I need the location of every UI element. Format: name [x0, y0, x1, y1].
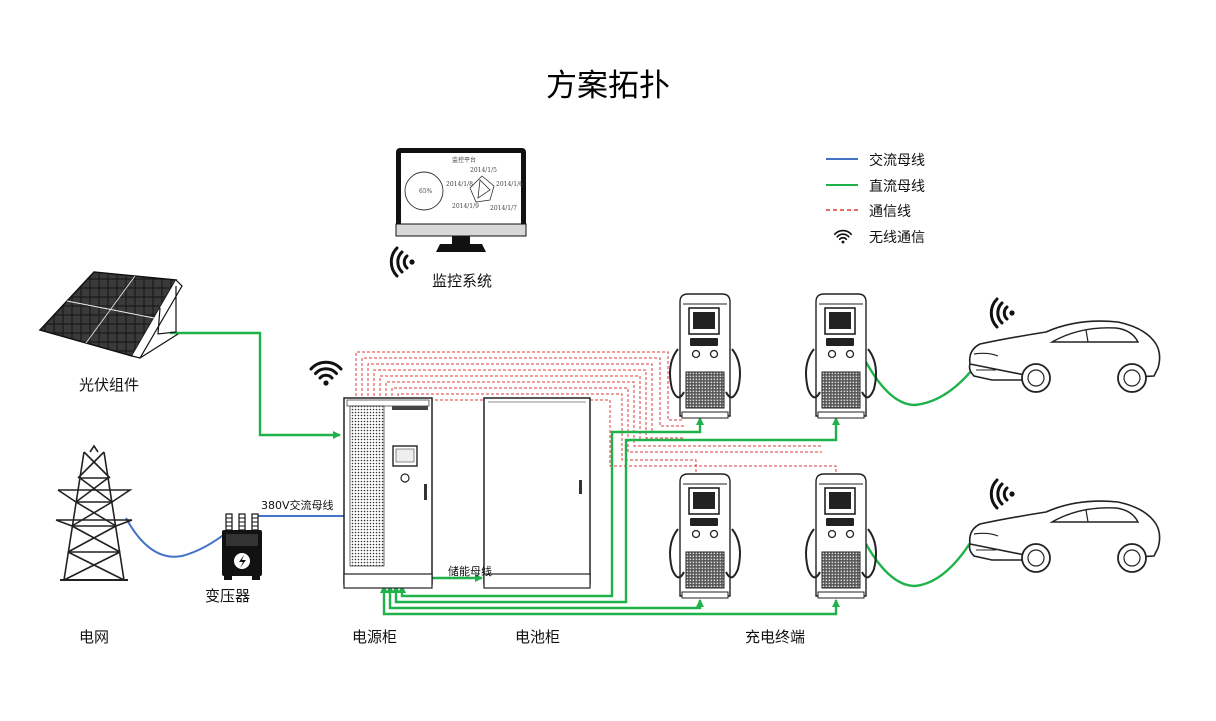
cabinet-wifi-icon: [309, 360, 343, 388]
car-bottom-wifi-icon: [989, 478, 1017, 510]
wifi-icon: [833, 229, 853, 245]
monitoring-label: 监控系统: [432, 272, 493, 290]
legend-swatches: [826, 158, 858, 245]
monitor-date-3: 2014/1/7: [490, 205, 517, 212]
car-top: [968, 320, 1161, 393]
pv-panel: [38, 271, 183, 359]
battery-cabinet-label: 电池柜: [515, 628, 561, 646]
dc-bus-lines: [170, 331, 974, 616]
page-title: 方案拓扑: [546, 68, 670, 104]
monitor-wifi-icon: [389, 246, 417, 278]
charger-bottom-right: [805, 473, 877, 599]
car-top-wifi-icon: [989, 297, 1017, 329]
legend-comm-label: 通信线: [869, 204, 911, 220]
monitor-device: 监控平台 65% 2014/1/5 2014/1/6 2014/1/7 2014…: [395, 148, 527, 252]
monitor-percent: 65%: [419, 188, 433, 195]
transformer-device: [222, 513, 262, 580]
legend-ac-label: 交流母线: [869, 153, 925, 169]
ac-bus-label: 380V交流母线: [261, 499, 334, 512]
legend-wifi-label: 无线通信: [869, 230, 925, 246]
power-cabinet: [343, 397, 433, 589]
charger-top-right: [805, 293, 877, 419]
pv-label: 光伏组件: [79, 376, 140, 394]
monitor-date-2: 2014/1/6: [496, 181, 523, 188]
monitor-date-5: 2014/1/9: [452, 203, 479, 210]
charger-bottom-left: [669, 473, 741, 599]
transformer-label: 变压器: [205, 587, 251, 605]
monitor-date-4: 2014/1/8: [446, 181, 473, 188]
battery-cabinet: [483, 397, 591, 589]
car-bottom: [968, 500, 1161, 573]
legend-dc-label: 直流母线: [869, 179, 925, 195]
power-tower: [55, 444, 133, 581]
grid-label: 电网: [79, 628, 110, 646]
monitor-date-1: 2014/1/5: [470, 167, 497, 174]
charger-top-left: [669, 293, 741, 419]
power-cabinet-label: 电源柜: [352, 628, 398, 646]
storage-bus-label: 储能母线: [448, 565, 492, 578]
chargers-label: 充电终端: [745, 628, 806, 646]
monitor-screen-title: 监控平台: [452, 156, 476, 164]
ac-bus-lines: [125, 515, 344, 558]
